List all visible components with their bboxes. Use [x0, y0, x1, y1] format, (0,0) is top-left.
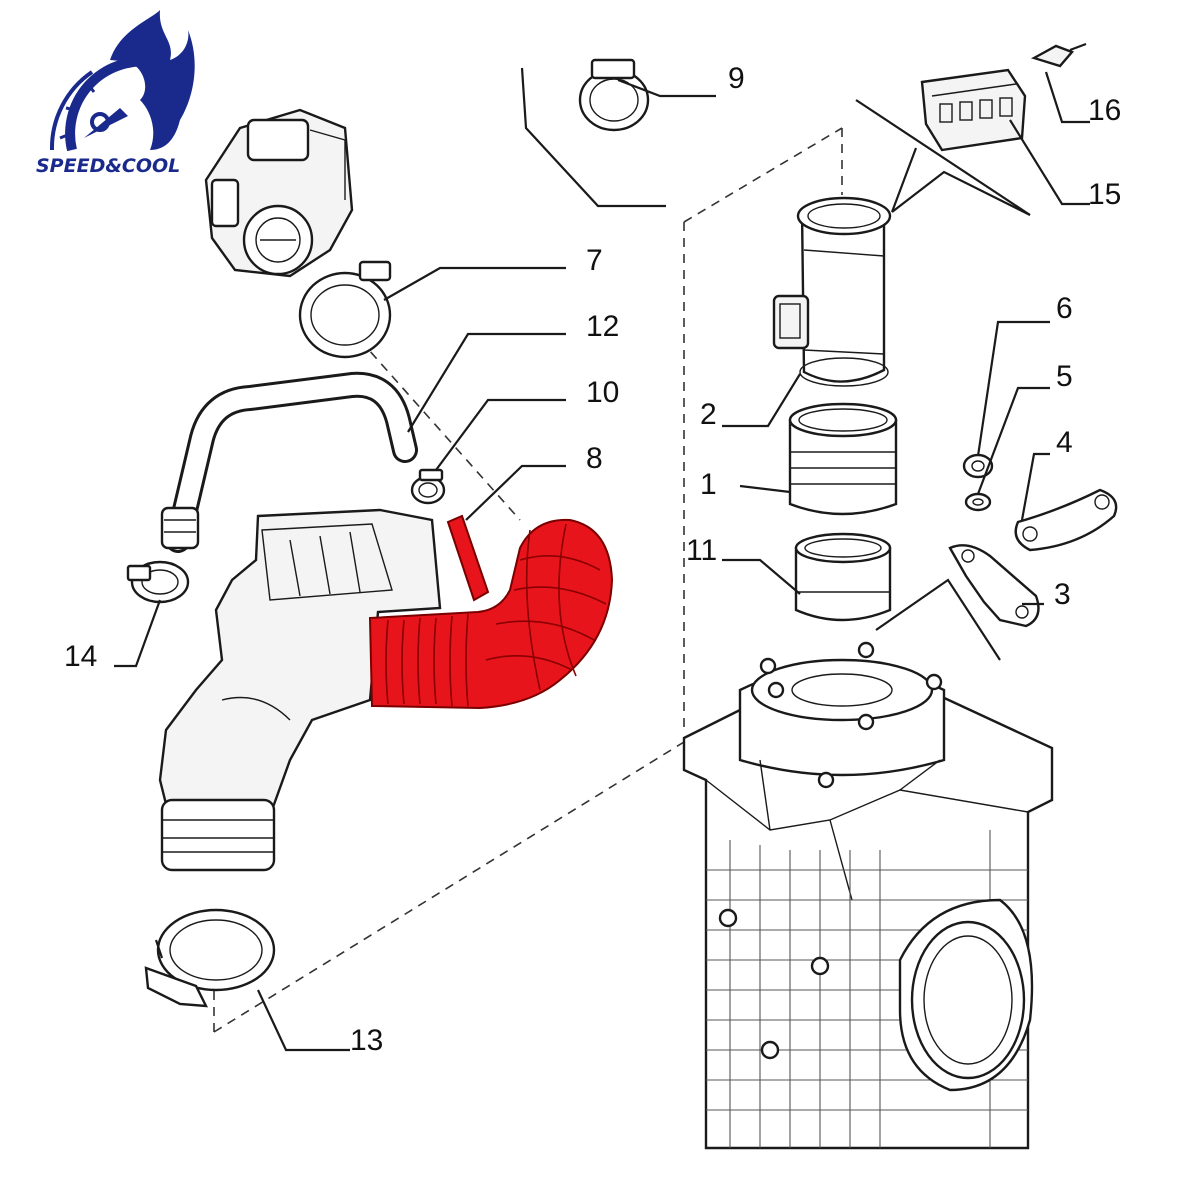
callout-16: 16	[1088, 94, 1121, 127]
hose-clamp-7	[298, 260, 392, 359]
breather-pipe-12	[160, 371, 418, 553]
mounting-plate-3	[948, 544, 1040, 628]
callout-8: 8	[586, 442, 603, 475]
highlighted-air-hose-8	[368, 514, 614, 710]
callout-5: 5	[1056, 360, 1073, 393]
intake-duct-body	[158, 508, 442, 872]
callout-2: 2	[700, 398, 717, 431]
mass-airflow-sensor-2	[772, 196, 892, 387]
callout-15: 15	[1088, 178, 1121, 211]
terminal-pin-16	[1030, 42, 1087, 68]
callout-6: 6	[1056, 292, 1073, 325]
bracket-4	[1014, 488, 1118, 552]
assembly-lines	[213, 127, 843, 1033]
callout-3: 3	[1054, 578, 1071, 611]
hose-clamp-9	[578, 58, 650, 132]
throttle-body	[204, 108, 354, 278]
callout-13: 13	[350, 1024, 383, 1057]
hose-clamp-14	[126, 560, 190, 604]
washer-5	[964, 492, 992, 512]
brand-logo-text: SPEED&COOL	[36, 155, 180, 177]
air-filter-box	[682, 641, 1054, 1150]
callout-labels: 9 16 15 7 12 10 8 6 5 4 3 2 1 11 14 13	[64, 62, 1121, 1057]
nut-6	[962, 453, 994, 479]
speedometer-flame-icon	[49, 10, 195, 152]
callout-12: 12	[586, 310, 619, 343]
leader-lines	[114, 71, 1090, 1052]
callout-10: 10	[586, 376, 619, 409]
callout-7: 7	[586, 244, 603, 277]
callout-14: 14	[64, 640, 97, 673]
callout-11: 11	[686, 534, 717, 567]
section-boundary-lines	[520, 67, 1031, 661]
seal-ring-11	[794, 532, 892, 622]
hose-clamp-13	[144, 908, 276, 1008]
hose-clamp-10	[410, 468, 446, 505]
callout-4: 4	[1056, 426, 1073, 459]
brand-logo: SPEED&COOL	[36, 10, 195, 177]
rubber-sleeve-1	[788, 402, 898, 516]
electrical-connector-15	[920, 68, 1027, 152]
callout-9: 9	[728, 62, 745, 95]
callout-1: 1	[700, 468, 717, 501]
